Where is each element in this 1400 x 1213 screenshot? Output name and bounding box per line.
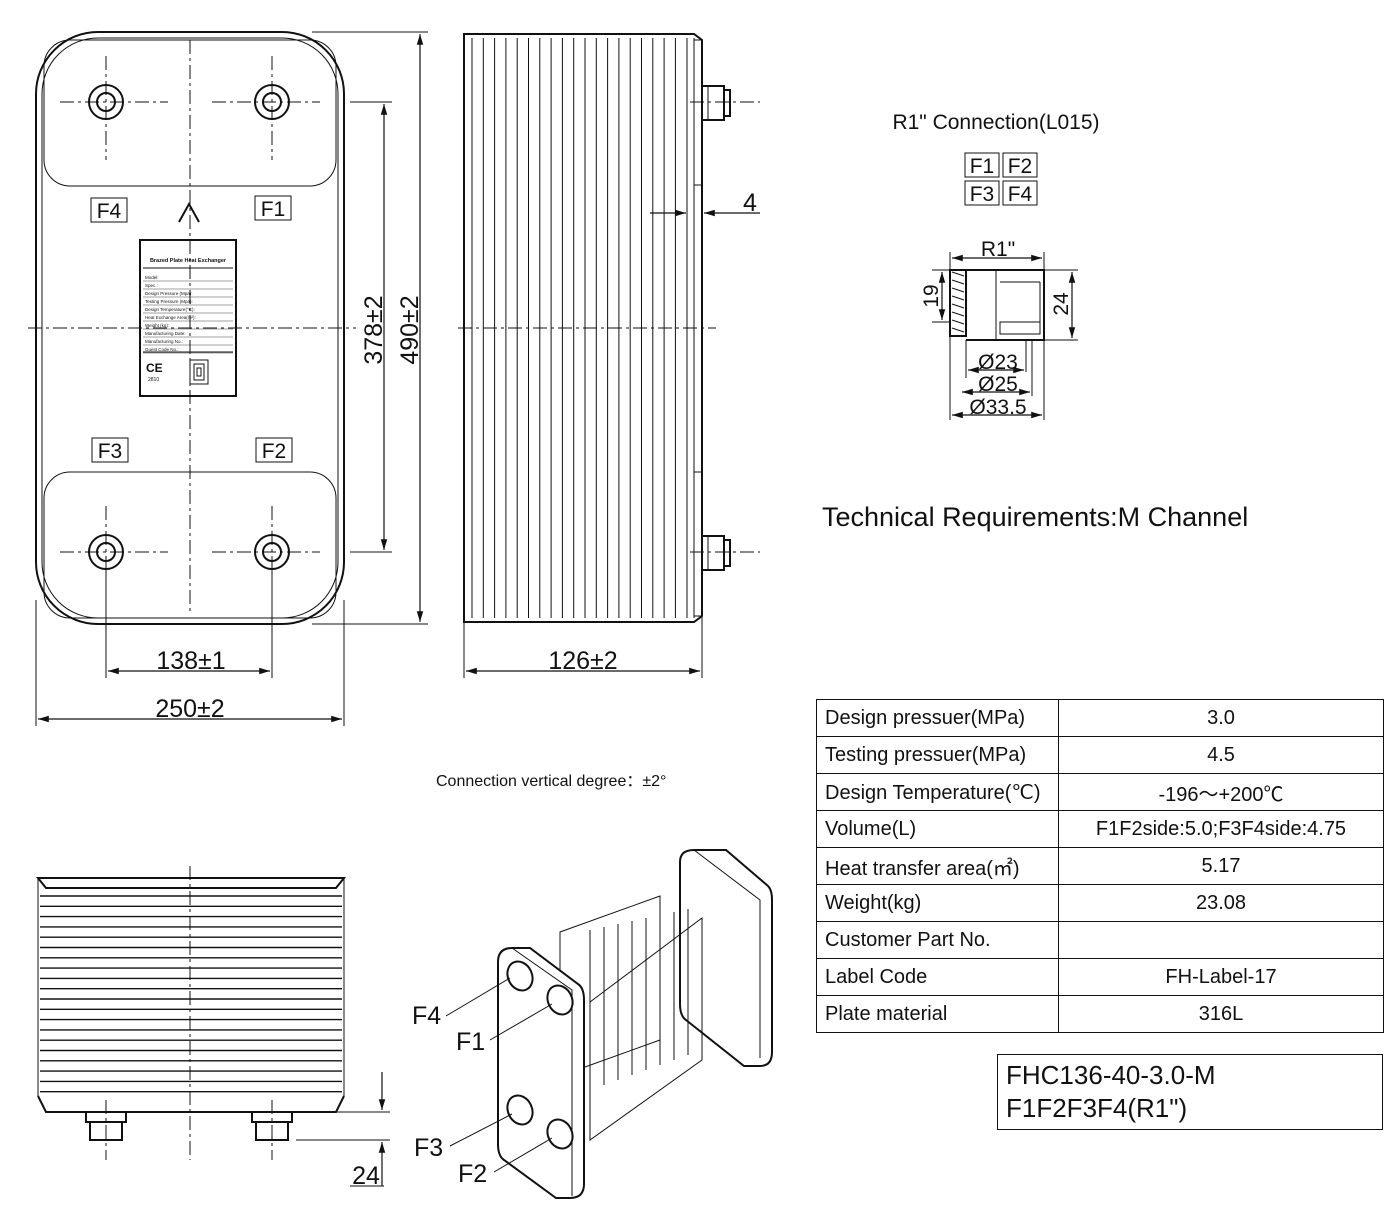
port-hole-f4 <box>88 84 124 120</box>
dim-port-spacing-horizontal: 138±1 <box>156 647 225 675</box>
nameplate-row: Weight (kg): <box>145 323 169 328</box>
nameplate-row: Heat Exchange Area(m²): <box>145 315 196 320</box>
nameplate-row: Spec.: <box>145 283 158 288</box>
spec-value: 4.5 <box>1058 736 1384 774</box>
port-hole-f2 <box>254 534 290 570</box>
spec-label: Label Code <box>816 958 1059 996</box>
dim-height: 490±2 <box>396 295 424 364</box>
port-code-f1: F1 <box>970 155 995 178</box>
front-label-f4: F4 <box>97 200 122 223</box>
front-label-f3: F3 <box>98 440 123 463</box>
iso-label-f2: F2 <box>458 1160 487 1188</box>
nameplate-row: Design Pressure (Mpa): <box>145 291 193 296</box>
port-code-f4: F4 <box>1008 183 1033 206</box>
port-hole-f1 <box>254 84 290 120</box>
dim-height-left: 19 <box>920 284 943 307</box>
side-connection-bottom <box>701 535 731 571</box>
note-vertical-degree: Connection vertical degree：±2° <box>436 773 666 790</box>
iso-label-f3: F3 <box>414 1134 443 1162</box>
spec-row: Customer Part No. <box>816 921 1384 959</box>
spec-value <box>1058 921 1384 959</box>
dim-diameter-inner: Ø23 <box>978 351 1018 374</box>
iso-label-f4: F4 <box>412 1002 441 1030</box>
isometric-view: F4 F1 F3 F2 <box>412 849 773 1199</box>
technical-requirements: Technical Requirements:M Channel <box>822 502 1248 532</box>
spec-value: FH-Label-17 <box>1058 958 1384 996</box>
front-label-f1: F1 <box>261 198 286 221</box>
ce-number: 2810 <box>148 377 159 383</box>
spec-label: Heat transfer area(㎡) <box>816 847 1059 885</box>
nameplate-row: Manufacturing No.: <box>145 339 183 344</box>
dim-port-spacing-vertical: 378±2 <box>360 295 388 364</box>
spec-row: Design pressuer(MPa)3.0 <box>816 699 1384 737</box>
iso-front-plate <box>497 947 585 1199</box>
side-view: 4 126±2 <box>458 33 760 678</box>
spec-row: Volume(L)F1F2side:5.0;F3F4side:4.75 <box>816 810 1384 848</box>
front-top-pad <box>43 39 337 187</box>
front-view: F4 F1 F3 F2 Brazed Plate Heat Exchanger … <box>28 31 428 726</box>
ce-mark: CE <box>146 361 163 375</box>
spec-row: Design Temperature(℃)-196～+200℃ <box>816 773 1384 811</box>
spec-value: 23.08 <box>1058 884 1384 922</box>
spec-value: 316L <box>1058 995 1384 1033</box>
nameplate-row: Guest Code No.: <box>145 347 179 352</box>
iso-label-f1: F1 <box>456 1028 485 1056</box>
dim-diameter-outer: Ø33.5 <box>969 396 1026 419</box>
side-mount-plate-top <box>693 39 703 186</box>
model-code-line1: FHC136-40-3.0-M <box>1006 1060 1216 1090</box>
dim-diameter-mid: Ø25 <box>978 373 1018 396</box>
nameplate-row: Testing Pressure (Mpa): <box>145 299 193 304</box>
spec-label: Customer Part No. <box>816 921 1059 959</box>
connection-title: R1" Connection(L015) <box>892 111 1099 134</box>
spec-label: Weight(kg) <box>816 884 1059 922</box>
front-label-f2: F2 <box>262 440 287 463</box>
fitting-section <box>949 269 1045 341</box>
spec-label: Plate material <box>816 995 1059 1033</box>
side-connection-top <box>701 85 731 121</box>
spec-value: 3.0 <box>1058 699 1384 737</box>
port-code-f3: F3 <box>970 183 995 206</box>
nameplate-row: Design Temperature(°C): <box>145 307 195 312</box>
spec-label: Volume(L) <box>816 810 1059 848</box>
spec-row: Heat transfer area(㎡)5.17 <box>816 847 1384 885</box>
nameplate-qr-icon <box>189 359 209 385</box>
nameplate-title: Brazed Plate Heat Exchanger <box>150 258 227 264</box>
chevron-up-icon <box>178 201 200 223</box>
spec-row: Testing pressuer(MPa)4.5 <box>816 736 1384 774</box>
spec-value: -196～+200℃ <box>1058 773 1384 811</box>
model-code-line2: F1F2F3F4(R1") <box>1006 1093 1188 1123</box>
dim-depth: 126±2 <box>548 647 617 675</box>
iso-back-plate <box>679 849 773 1067</box>
nameplate-row: Model: <box>145 275 159 280</box>
bottom-view: 24 <box>35 866 390 1190</box>
dim-connection-length: 24 <box>352 1162 380 1190</box>
port-hole-f3 <box>88 534 124 570</box>
port-code-f2: F2 <box>1008 155 1033 178</box>
connection-detail: R1" Connection(L015) F1 F2 F3 F4 R1" 19 <box>892 111 1100 420</box>
spec-label: Design pressuer(MPa) <box>816 699 1059 737</box>
spec-label: Testing pressuer(MPa) <box>816 736 1059 774</box>
spec-value: 5.17 <box>1058 847 1384 885</box>
spec-row: Weight(kg)23.08 <box>816 884 1384 922</box>
dim-thickness: 4 <box>743 189 757 217</box>
dim-height-right: 24 <box>1050 292 1073 316</box>
dim-width: 250±2 <box>155 695 224 723</box>
nameplate: Brazed Plate Heat Exchanger Model: Spec.:… <box>139 239 237 397</box>
dim-thread: R1" <box>981 238 1015 261</box>
spec-label: Design Temperature(℃) <box>816 773 1059 811</box>
spec-value: F1F2side:5.0;F3F4side:4.75 <box>1058 810 1384 848</box>
side-mount-plate-bottom <box>693 471 703 617</box>
nameplate-row: Manufacturing Date: <box>145 331 186 336</box>
model-code-box: FHC136-40-3.0-M F1F2F3F4(R1") <box>997 1054 1383 1130</box>
